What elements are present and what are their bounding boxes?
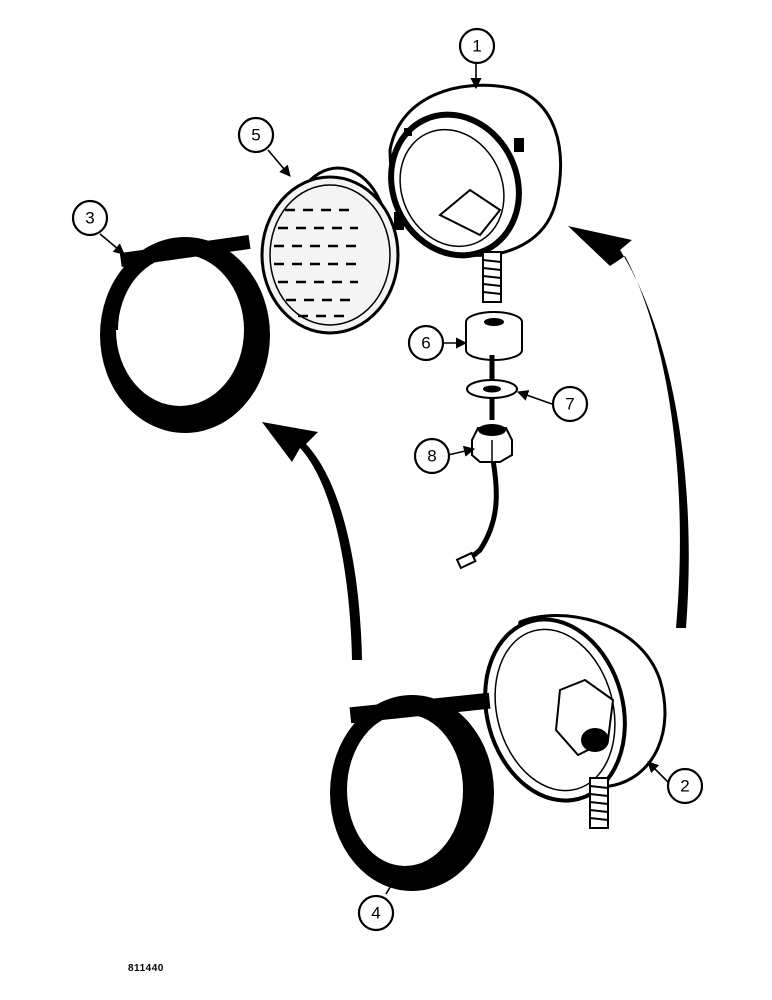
callout-5: 5 [237, 116, 275, 154]
leader-7 [516, 390, 553, 405]
bezel-ring-lower [330, 692, 494, 891]
washer [466, 379, 518, 399]
leader-5 [267, 149, 291, 177]
leader-4 [385, 873, 399, 895]
svg-text:3: 3 [85, 209, 94, 228]
svg-text:7: 7 [565, 395, 574, 414]
grommet [465, 311, 523, 361]
svg-text:2: 2 [680, 777, 689, 796]
callout-3: 3 [71, 199, 109, 237]
callout-4: 4 [357, 894, 395, 932]
callout-2: 2 [666, 767, 704, 805]
lamp-housing-assembly [388, 83, 563, 303]
leader-8 [447, 445, 476, 457]
bezel-ring-upper [100, 235, 270, 433]
svg-text:4: 4 [371, 904, 380, 923]
svg-text:5: 5 [251, 126, 260, 145]
lamp-housing-lower [483, 614, 667, 829]
svg-text:8: 8 [427, 447, 436, 466]
figure-id: 811440 [128, 963, 164, 974]
wire-connector [455, 551, 477, 570]
leader-3 [99, 233, 125, 255]
svg-text:1: 1 [472, 37, 481, 56]
sealed-beam-lens [260, 166, 404, 335]
assembly-arrow-left [262, 422, 362, 660]
callout-6: 6 [407, 324, 445, 362]
assembly-arrow-right [568, 226, 689, 628]
callout-7: 7 [551, 385, 589, 423]
callout-1: 1 [458, 27, 496, 65]
hex-nut [471, 424, 513, 463]
lamp-wire [466, 355, 499, 562]
callout-8: 8 [413, 437, 451, 475]
svg-text:6: 6 [421, 334, 430, 353]
leader-2 [647, 761, 669, 783]
